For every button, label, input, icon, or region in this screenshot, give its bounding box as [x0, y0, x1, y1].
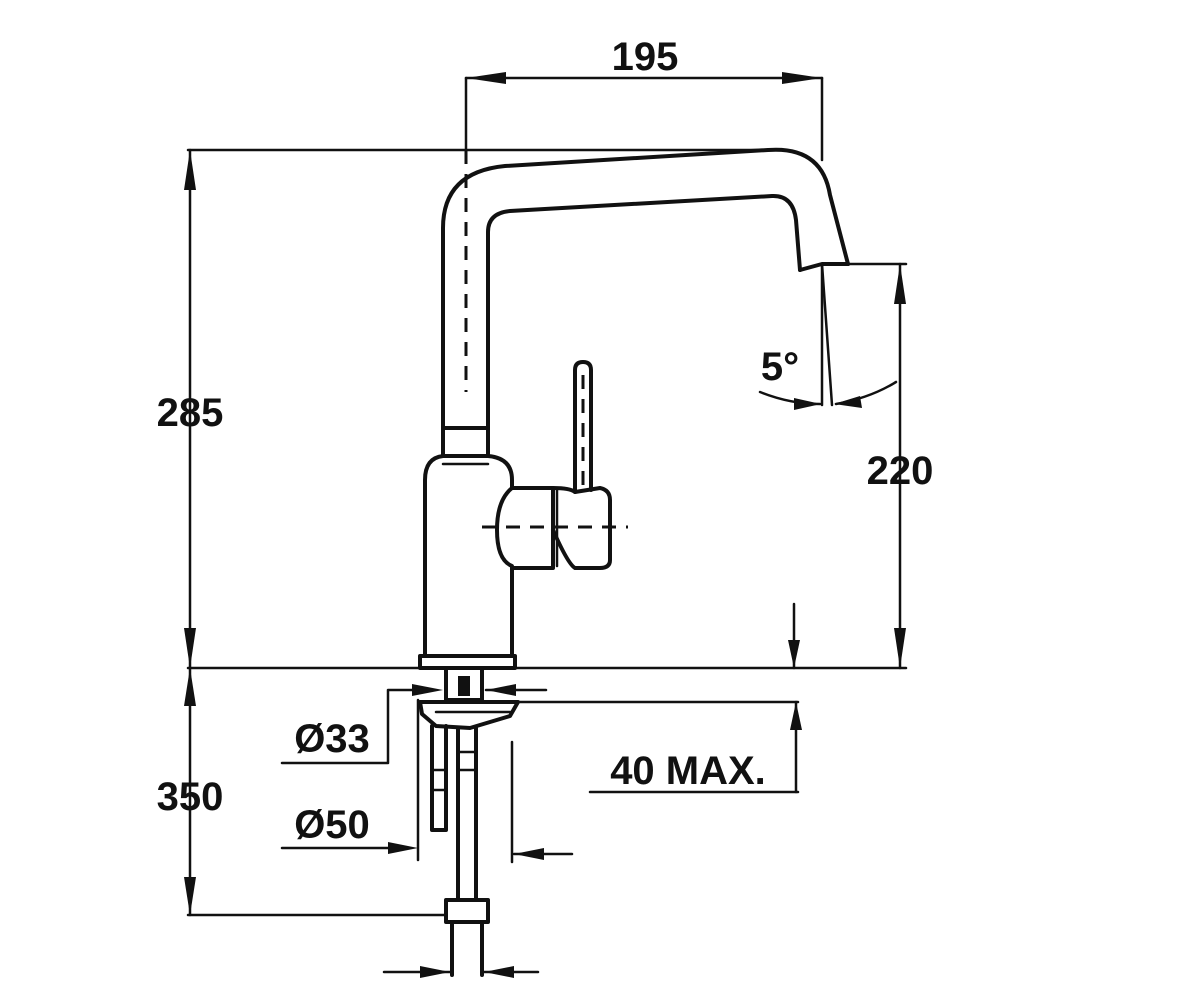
- height-arrow-bottom: [184, 628, 196, 668]
- d50-arrow-left: [388, 842, 418, 854]
- angle-arrow-right: [834, 396, 862, 408]
- mounting-hardware: [418, 666, 520, 977]
- dimension-lines: [184, 72, 908, 978]
- max-thickness-label: 40 MAX.: [610, 749, 766, 793]
- d33-arrow-right: [486, 684, 516, 696]
- max-arrow-top: [790, 702, 802, 730]
- spout-angle-label: 5°: [761, 345, 799, 389]
- d50-arrow-right: [514, 848, 544, 860]
- d33-arrow-left: [412, 684, 443, 696]
- hose-tail: [450, 920, 484, 977]
- mixer-body: [423, 454, 514, 658]
- lever-hub: [551, 486, 612, 570]
- rod-rib: [430, 768, 448, 792]
- faucet-outline: [418, 147, 850, 670]
- spout-inner-contour: [486, 193, 802, 432]
- spout-height-arrow-bottom: [894, 628, 906, 668]
- connector-arrow-right: [484, 966, 514, 978]
- lever-handle: [573, 360, 593, 494]
- aerator: [798, 262, 850, 272]
- outlet-marker-arrow: [788, 640, 800, 668]
- spout-height-arrow-top: [894, 264, 906, 304]
- height-arrow-top: [184, 150, 196, 190]
- hose-length-arrow-top: [184, 668, 196, 706]
- reach-arrow-right: [782, 72, 822, 84]
- spout-height-label: 220: [867, 449, 934, 493]
- stud-nut: [458, 676, 470, 696]
- hole-diameter-label: Ø33: [294, 717, 370, 761]
- hose-length-arrow-bottom: [184, 877, 196, 915]
- hose-rib: [456, 750, 478, 772]
- base-plate: [418, 654, 517, 670]
- reach-arrow-left: [466, 72, 506, 84]
- spout-reach-label: 195: [612, 35, 679, 79]
- column-collar: [441, 426, 490, 458]
- spout-outer-contour: [441, 147, 850, 432]
- angle-line-tilted: [820, 262, 834, 407]
- angle-arrow-left: [794, 398, 821, 410]
- center-lines: [464, 150, 628, 529]
- hose-length-label: 350: [157, 775, 224, 819]
- d33-leader: [280, 688, 422, 765]
- hose-connector: [444, 898, 490, 924]
- fixing-bracket: [418, 700, 520, 730]
- dimension-labels: 195 285 220 5° Ø33 Ø50 40 MAX. 350: [157, 35, 934, 847]
- hose-body: [456, 726, 478, 902]
- total-height-label: 285: [157, 391, 224, 435]
- threaded-rod: [430, 724, 448, 832]
- base-diameter-label: Ø50: [294, 803, 370, 847]
- connector-arrow-left: [420, 966, 450, 978]
